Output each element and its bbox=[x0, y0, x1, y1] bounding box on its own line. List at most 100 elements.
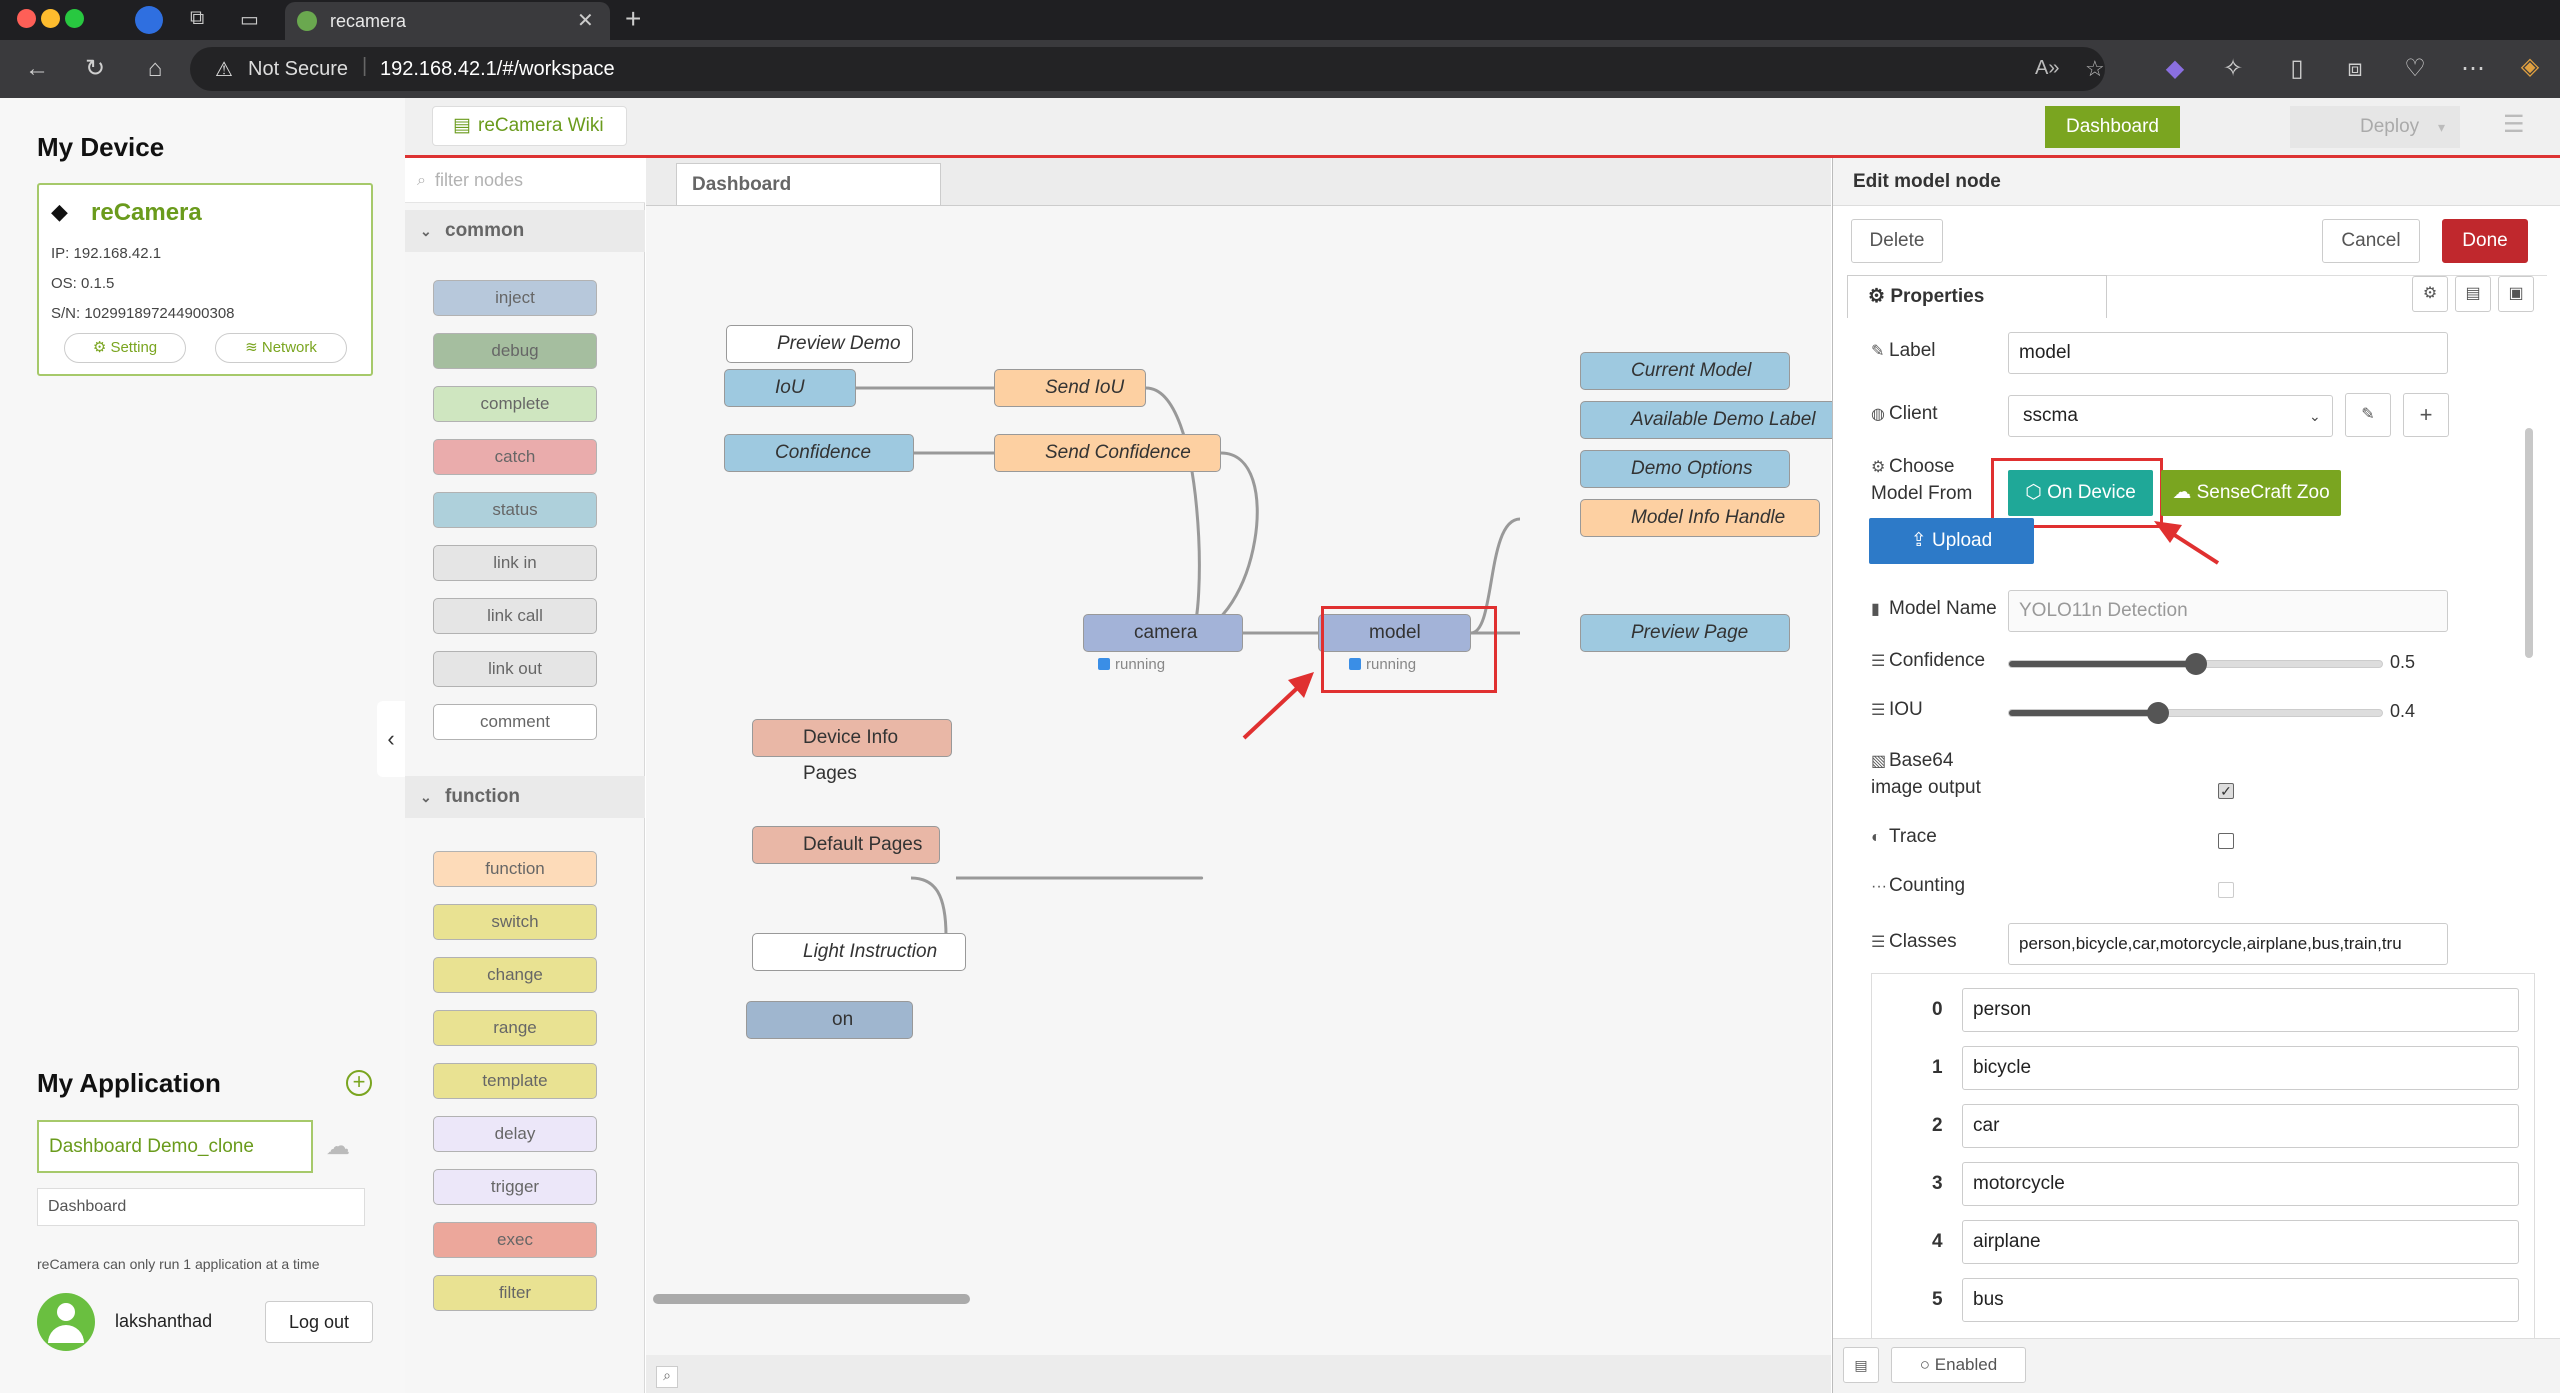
split-screen-icon[interactable]: ▯ bbox=[2290, 55, 2304, 82]
palette-node-link-out[interactable]: link out bbox=[433, 651, 597, 687]
palette-node-link-call[interactable]: link call bbox=[433, 598, 597, 634]
description-icon[interactable]: ▤ bbox=[2455, 276, 2491, 312]
home-icon[interactable]: ⌂ bbox=[147, 55, 163, 82]
node-send-iou[interactable]: Send IoU bbox=[994, 369, 1146, 407]
edit-client-icon[interactable]: ✎ bbox=[2345, 393, 2391, 437]
settings-icon[interactable]: ⚙ bbox=[2412, 276, 2448, 312]
node-available-demo-label[interactable]: Available Demo Label bbox=[1580, 401, 1840, 439]
node-iou[interactable]: IoU bbox=[724, 369, 856, 407]
new-tab-icon[interactable]: + bbox=[625, 3, 642, 34]
logout-button[interactable]: Log out bbox=[265, 1301, 373, 1343]
node-default-pages[interactable]: Default Pages bbox=[752, 826, 940, 864]
palette-node-function[interactable]: function bbox=[433, 851, 597, 887]
node-on[interactable]: on bbox=[746, 1001, 913, 1039]
palette-node-comment[interactable]: comment bbox=[433, 704, 597, 740]
favorite-star-icon[interactable]: ☆ bbox=[2085, 56, 2105, 81]
confidence-slider[interactable] bbox=[2008, 653, 2383, 675]
tab-close-icon[interactable]: ✕ bbox=[577, 10, 594, 32]
class-name-input[interactable]: motorcycle bbox=[1962, 1162, 2519, 1206]
appearance-icon[interactable]: ▣ bbox=[2498, 276, 2534, 312]
palette-node-link-in[interactable]: link in bbox=[433, 545, 597, 581]
setting-button[interactable]: ⚙ Setting bbox=[64, 333, 186, 363]
client-select[interactable]: sscma⌄ bbox=[2008, 395, 2333, 437]
label-input[interactable]: model bbox=[2008, 332, 2448, 374]
close-window-button[interactable] bbox=[17, 9, 36, 28]
add-client-icon[interactable]: + bbox=[2403, 393, 2449, 437]
node-send-confidence[interactable]: Send Confidence bbox=[994, 434, 1221, 472]
enabled-toggle[interactable]: ○ Enabled bbox=[1891, 1347, 2026, 1383]
model-name-input[interactable]: YOLO11n Detection bbox=[2008, 590, 2448, 632]
cloud-upload-icon[interactable]: ☁ bbox=[326, 1133, 350, 1160]
maximize-window-button[interactable] bbox=[65, 9, 84, 28]
edge-copilot-icon[interactable]: ◈ bbox=[2520, 53, 2540, 80]
node-preview-page[interactable]: Preview Page bbox=[1580, 614, 1790, 652]
done-button[interactable]: Done bbox=[2442, 219, 2528, 263]
class-name-input[interactable]: person bbox=[1962, 988, 2519, 1032]
node-device-info-pages[interactable]: Device Info Pages bbox=[752, 719, 952, 784]
class-name-input[interactable]: car bbox=[1962, 1104, 2519, 1148]
category-common[interactable]: ⌄common bbox=[405, 210, 645, 252]
reload-icon[interactable]: ↻ bbox=[84, 55, 106, 82]
more-menu-icon[interactable]: ⋯ bbox=[2461, 55, 2485, 82]
add-application-icon[interactable]: + bbox=[346, 1070, 372, 1096]
read-aloud-icon[interactable]: A» bbox=[2035, 57, 2060, 79]
palette-node-trigger[interactable]: trigger bbox=[433, 1169, 597, 1205]
flow-canvas[interactable]: Preview Demo IoU Send IoU Confidence Sen… bbox=[646, 205, 1840, 1355]
palette-node-change[interactable]: change bbox=[433, 957, 597, 993]
trace-checkbox[interactable] bbox=[2218, 833, 2234, 849]
chevron-down-icon[interactable]: ▾ bbox=[2438, 119, 2446, 135]
profile-icon[interactable] bbox=[135, 6, 163, 34]
node-help-icon[interactable]: ▤ bbox=[1843, 1347, 1879, 1383]
search-icon[interactable]: ⌕ bbox=[656, 1366, 678, 1388]
back-icon[interactable]: ← bbox=[25, 55, 49, 82]
vertical-scrollbar[interactable] bbox=[2525, 428, 2533, 658]
application-item[interactable]: Dashboard Demo_clone bbox=[37, 1120, 313, 1173]
node-model-info-handle[interactable]: Model Info Handle bbox=[1580, 499, 1820, 537]
device-card[interactable]: ◆ reCamera IP: 192.168.42.1 OS: 0.1.5 S/… bbox=[37, 183, 373, 376]
palette-node-filter[interactable]: filter bbox=[433, 1275, 597, 1311]
palette-node-status[interactable]: status bbox=[433, 492, 597, 528]
class-name-input[interactable]: bus bbox=[1962, 1278, 2519, 1322]
node-preview-demo[interactable]: Preview Demo bbox=[726, 325, 913, 363]
palette-node-complete[interactable]: complete bbox=[433, 386, 597, 422]
delete-button[interactable]: Delete bbox=[1851, 219, 1943, 263]
extensions-icon[interactable]: ✧ bbox=[2222, 55, 2244, 82]
copilot-icon[interactable]: ◆ bbox=[2165, 55, 2185, 82]
upload-button[interactable]: ⇪ Upload bbox=[1869, 518, 2034, 564]
horizontal-scrollbar[interactable] bbox=[653, 1294, 970, 1304]
tab-properties[interactable]: ⚙ Properties bbox=[1847, 275, 2107, 318]
dashboard-button[interactable]: Dashboard bbox=[2045, 106, 2180, 148]
palette-node-catch[interactable]: catch bbox=[433, 439, 597, 475]
on-device-button[interactable]: ⬡ On Device bbox=[2008, 470, 2153, 516]
palette-node-exec[interactable]: exec bbox=[433, 1222, 597, 1258]
dashboard-field[interactable]: Dashboard bbox=[37, 1188, 365, 1226]
confidence-slider-handle[interactable] bbox=[2184, 653, 2207, 675]
browser-tab[interactable]: recamera ✕ bbox=[285, 2, 610, 40]
classes-input[interactable]: person,bicycle,car,motorcycle,airplane,b… bbox=[2008, 923, 2448, 965]
palette-node-inject[interactable]: inject bbox=[433, 280, 597, 316]
tab-actions-icon[interactable]: ▭ bbox=[240, 9, 259, 31]
base64-checkbox[interactable]: ✓ bbox=[2218, 783, 2234, 799]
palette-node-template[interactable]: template bbox=[433, 1063, 597, 1099]
browser-essentials-icon[interactable]: ♡ bbox=[2404, 55, 2426, 82]
palette-node-range[interactable]: range bbox=[433, 1010, 597, 1046]
iou-slider[interactable] bbox=[2008, 702, 2383, 724]
node-current-model[interactable]: Current Model bbox=[1580, 352, 1790, 390]
tab-dashboard[interactable]: Dashboard bbox=[676, 163, 941, 205]
node-confidence[interactable]: Confidence bbox=[724, 434, 914, 472]
iou-slider-handle[interactable] bbox=[2147, 702, 2170, 724]
node-camera[interactable]: camera bbox=[1083, 614, 1243, 652]
network-button[interactable]: ≋ Network bbox=[215, 333, 347, 363]
palette-node-delay[interactable]: delay bbox=[433, 1116, 597, 1152]
category-function[interactable]: ⌄function bbox=[405, 776, 645, 818]
class-name-input[interactable]: bicycle bbox=[1962, 1046, 2519, 1090]
hamburger-menu-icon[interactable]: ☰ bbox=[2503, 111, 2525, 138]
sensecraft-zoo-button[interactable]: ☁ SenseCraft Zoo bbox=[2161, 470, 2341, 516]
palette-node-switch[interactable]: switch bbox=[433, 904, 597, 940]
class-name-input[interactable]: airplane bbox=[1962, 1220, 2519, 1264]
node-demo-options[interactable]: Demo Options bbox=[1580, 450, 1790, 488]
filter-nodes-input[interactable]: ⌕ filter nodes bbox=[405, 158, 645, 203]
address-bar[interactable]: ⚠ Not Secure | 192.168.42.1/#/workspace … bbox=[190, 47, 2105, 91]
node-light-instruction[interactable]: Light Instruction bbox=[752, 933, 966, 971]
collapse-panel-button[interactable]: ‹ bbox=[377, 701, 405, 777]
